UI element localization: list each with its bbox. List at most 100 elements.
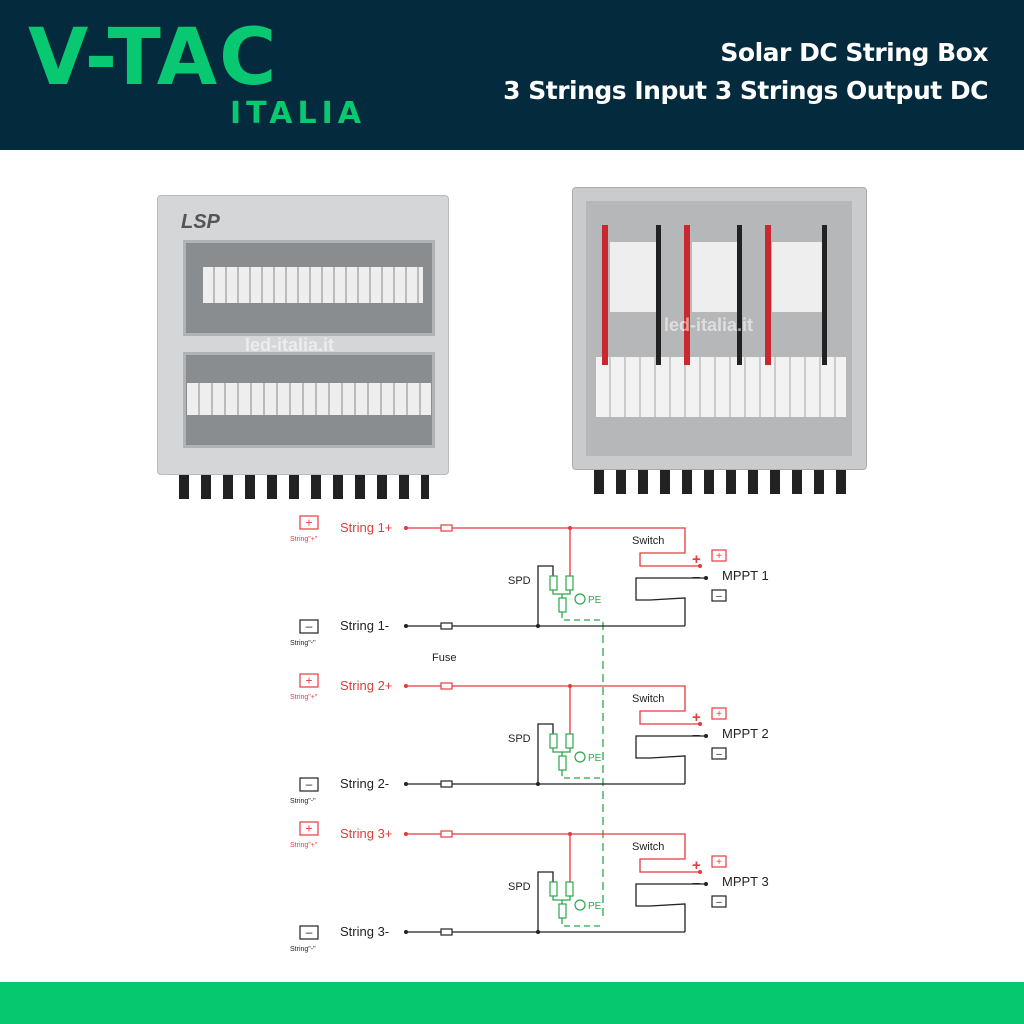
- header-banner: V-TAC ITALIA Solar DC String Box 3 Strin…: [0, 0, 1024, 150]
- string-plus-caption: String"+": [290, 536, 318, 543]
- terminal-dot: [704, 734, 708, 738]
- footer-bar: [0, 982, 1024, 1024]
- spd-varistor-icon: [558, 597, 567, 613]
- terminal-dot: [704, 576, 708, 580]
- string-minus-caption: String"-": [290, 946, 316, 953]
- mppt-negative-icon: [711, 589, 727, 602]
- terminal-dot: [704, 882, 708, 886]
- switch-pole-positive: [639, 552, 650, 567]
- fuse-icon: [440, 622, 453, 630]
- plus-sign: +: [305, 516, 312, 530]
- plus-sign: +: [692, 857, 701, 874]
- closed-string-box-image: LSP led-italia.it: [157, 195, 449, 500]
- spd-label: SPD: [508, 575, 531, 587]
- terminal-dot: [698, 722, 702, 726]
- string-plus-caption: String"+": [290, 842, 318, 849]
- spd-varistor-icon: [558, 903, 567, 919]
- pe-label: PE: [588, 595, 602, 606]
- plus-sign: +: [692, 709, 701, 726]
- positive-terminal-icon: [299, 821, 319, 836]
- mppt-negative-icon: [711, 747, 727, 760]
- string-plus-label: String 2+: [340, 678, 392, 693]
- spd-label: SPD: [508, 733, 531, 745]
- fuse-label: Fuse: [432, 652, 456, 664]
- ground-icon: [574, 899, 586, 911]
- minus-sign: –: [716, 591, 722, 602]
- ground-icon: [574, 751, 586, 763]
- title-line-1: Solar DC String Box: [720, 38, 988, 67]
- mppt-positive-icon: [711, 707, 727, 720]
- switch-label: Switch: [632, 535, 664, 547]
- minus-sign: –: [306, 777, 313, 791]
- spd-varistor-icon: [565, 575, 574, 591]
- spd-negative-wire: [537, 565, 554, 626]
- string-minus-label: String 1-: [340, 618, 389, 633]
- fuse-icon: [440, 524, 453, 532]
- title-line-2: 3 Strings Input 3 Strings Output DC: [503, 76, 988, 105]
- terminal-dot: [698, 870, 702, 874]
- spd-varistor-icon: [549, 733, 558, 749]
- spd-varistor-icon: [565, 881, 574, 897]
- pe-label: PE: [588, 901, 602, 912]
- switch-pole-negative: [635, 735, 686, 784]
- positive-terminal-icon: [299, 515, 319, 530]
- pe-wire: [561, 612, 603, 621]
- switch-pole-negative: [635, 883, 686, 932]
- plus-sign: +: [716, 709, 722, 720]
- spd-negative-wire: [537, 871, 554, 932]
- fuse-icon: [440, 780, 453, 788]
- switch-pole-positive: [639, 858, 650, 873]
- plus-sign: +: [305, 674, 312, 688]
- mppt-negative-icon: [711, 895, 727, 908]
- plus-sign: +: [716, 857, 722, 868]
- spd-varistor-icon: [549, 881, 558, 897]
- spd-varistor-icon: [558, 755, 567, 771]
- pe-wire: [561, 918, 603, 927]
- mppt-positive-icon: [711, 855, 727, 868]
- positive-terminal-icon: [299, 673, 319, 688]
- switch-pole-negative: [635, 577, 686, 626]
- terminal-dot: [698, 564, 702, 568]
- spd-varistor-icon: [549, 575, 558, 591]
- open-string-box-image: led-italia.it: [572, 187, 867, 497]
- logo-sub-text: ITALIA: [230, 96, 367, 131]
- mppt-positive-icon: [711, 549, 727, 562]
- positive-wire: [406, 527, 686, 554]
- fuse-icon: [440, 928, 453, 936]
- switch-label: Switch: [632, 841, 664, 853]
- minus-sign: –: [716, 749, 722, 760]
- negative-terminal-icon: [299, 777, 319, 792]
- mppt-label: MPPT 2: [722, 726, 769, 741]
- logo-main-text: V-TAC: [28, 13, 279, 103]
- plus-sign: +: [692, 551, 701, 568]
- positive-wire: [406, 685, 686, 712]
- watermark: led-italia.it: [245, 335, 335, 355]
- product-title: Solar DC String Box 3 Strings Input 3 St…: [503, 34, 988, 110]
- mppt-label: MPPT 3: [722, 874, 769, 889]
- negative-terminal-icon: [299, 619, 319, 634]
- mppt-label: MPPT 1: [722, 568, 769, 583]
- plus-sign: +: [305, 822, 312, 836]
- string-minus-caption: String"-": [290, 798, 316, 805]
- string-plus-label: String 1+: [340, 520, 392, 535]
- pe-label: PE: [588, 753, 602, 764]
- minus-sign: –: [716, 897, 722, 908]
- positive-wire: [406, 833, 686, 860]
- spd-varistor-icon: [565, 733, 574, 749]
- minus-sign: –: [306, 925, 313, 939]
- plus-sign: +: [716, 551, 722, 562]
- vtac-logo: V-TAC ITALIA: [28, 13, 361, 131]
- watermark: led-italia.it: [664, 315, 754, 335]
- minus-sign: –: [306, 619, 313, 633]
- spd-label: SPD: [508, 881, 531, 893]
- spd-negative-wire: [537, 723, 554, 784]
- string-minus-caption: String"-": [290, 640, 316, 647]
- string-minus-label: String 3-: [340, 924, 389, 939]
- negative-terminal-icon: [299, 925, 319, 940]
- fuse-icon: [440, 830, 453, 838]
- ground-icon: [574, 593, 586, 605]
- fuse-icon: [440, 682, 453, 690]
- switch-label: Switch: [632, 693, 664, 705]
- string-plus-label: String 3+: [340, 826, 392, 841]
- lsp-brand-label: LSP: [181, 211, 220, 233]
